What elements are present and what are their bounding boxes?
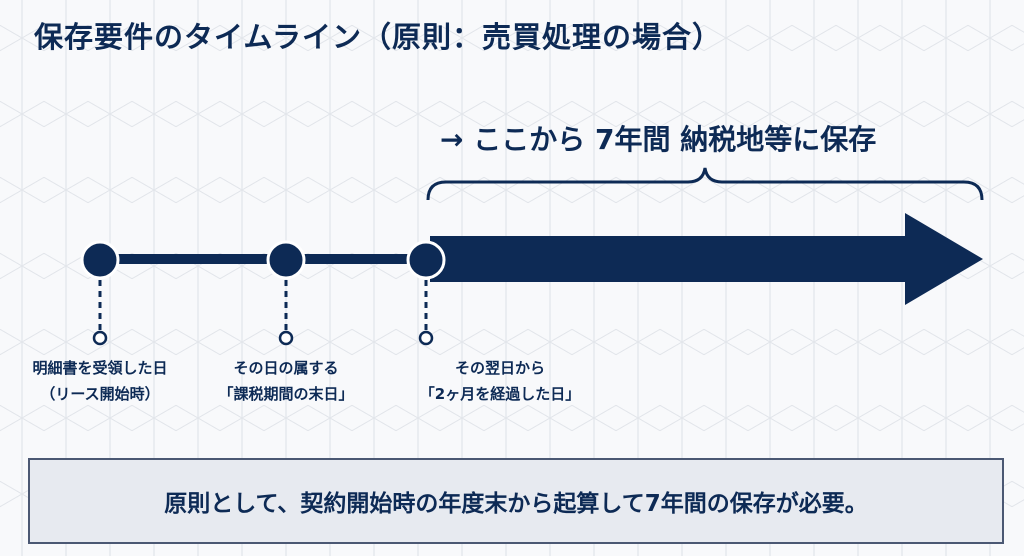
milestone-1-line2: （リース開始時） xyxy=(40,385,160,403)
milestone-1-line1: 明細書を受領した日 xyxy=(32,359,168,377)
retention-caption: → ここから 7年間 納税地等に保存 xyxy=(440,123,877,156)
milestone-label-3: その翌日から 「2ヶ月を経過した日」 xyxy=(400,355,600,407)
milestone-2-line2: 「課税期間の末日」 xyxy=(218,385,354,403)
milestone-dot-3 xyxy=(406,240,446,280)
milestone-label-2: その日の属する 「課税期間の末日」 xyxy=(186,355,386,407)
milestone-label-1: 明細書を受領した日 （リース開始時） xyxy=(0,355,200,407)
retention-arrow xyxy=(430,213,983,305)
retention-bracket xyxy=(426,167,984,201)
milestone-3-line1: その翌日から xyxy=(454,359,545,377)
summary-box: 原則として、契約開始時の年度末から起算して7年間の保存が必要。 xyxy=(28,458,1004,544)
page-title: 保存要件のタイムライン（原則：売買処理の場合） xyxy=(34,20,722,54)
milestone-3-line2: 「2ヶ月を経過した日」 xyxy=(419,385,581,403)
milestone-markers xyxy=(80,240,446,346)
milestone-2-line1: その日の属する xyxy=(233,359,339,377)
milestone-dot-1 xyxy=(80,240,120,280)
timeline-line xyxy=(100,254,430,264)
milestone-dot-2 xyxy=(266,240,306,280)
summary-text: 原則として、契約開始時の年度末から起算して7年間の保存が必要。 xyxy=(164,491,868,517)
